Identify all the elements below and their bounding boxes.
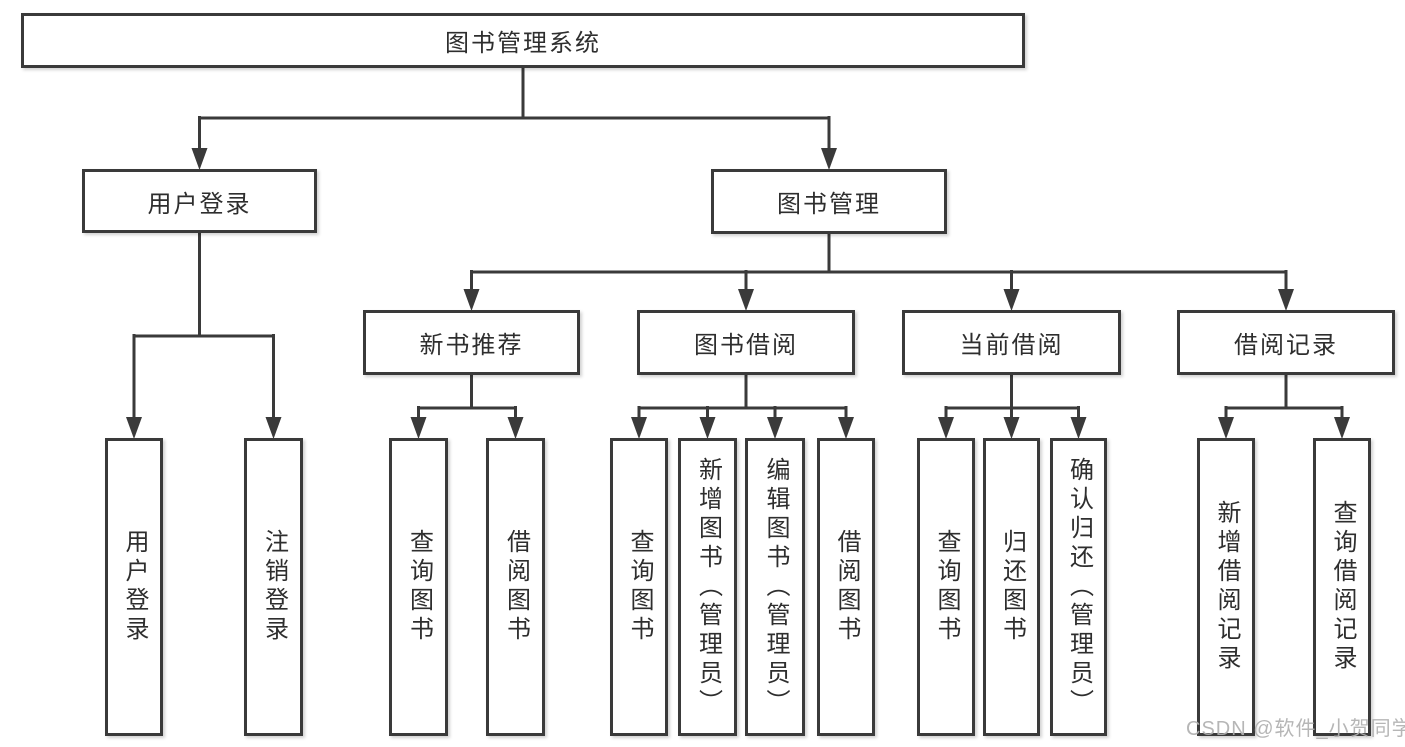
node-system: 图书管理系统 (21, 13, 1025, 68)
node-borrow: 图书借阅 (637, 310, 855, 375)
arrowhead-icon (631, 417, 647, 439)
node-cur-return-book: 归还图书 (983, 438, 1040, 736)
csdn-watermark: CSDN @软件_小贺同学 (1186, 718, 1405, 740)
arrowhead-icon (507, 417, 524, 439)
arrowhead-icon (1003, 417, 1020, 439)
node-bor-edit-book-admin: 编辑图书（管理员） (745, 438, 805, 736)
node-add-borrow-record: 新增借阅记录 (1197, 438, 1255, 736)
arrowhead-icon (938, 417, 954, 439)
node-login: 用户登录 (105, 438, 163, 736)
arrowhead-icon (1003, 289, 1020, 311)
node-book-mgmt: 图书管理 (711, 169, 947, 234)
node-current: 当前借阅 (902, 310, 1121, 375)
arrowhead-icon (767, 417, 783, 439)
node-bor-query-book: 查询图书 (610, 438, 668, 736)
arrowhead-icon (463, 289, 480, 311)
node-bor-borrow-book: 借阅图书 (817, 438, 875, 736)
node-cur-confirm-return-admin: 确认归还（管理员） (1050, 438, 1107, 736)
arrowhead-icon (191, 148, 208, 170)
node-logout: 注销登录 (244, 438, 303, 736)
arrowhead-icon (838, 417, 854, 439)
arrowhead-icon (1278, 289, 1294, 311)
arrowhead-icon (410, 417, 427, 439)
node-recommend: 新书推荐 (363, 310, 580, 375)
arrowhead-icon (738, 289, 754, 311)
node-user-login: 用户登录 (82, 169, 317, 233)
arrowhead-icon (1070, 417, 1087, 439)
arrowhead-icon (821, 148, 837, 170)
node-cur-query-book: 查询图书 (917, 438, 975, 736)
node-rec-borrow-book: 借阅图书 (486, 438, 545, 736)
arrowhead-icon (1334, 417, 1350, 439)
node-query-borrow-record: 查询借阅记录 (1313, 438, 1371, 736)
arrowhead-icon (126, 417, 142, 439)
node-bor-add-book-admin: 新增图书（管理员） (678, 438, 737, 736)
arrowhead-icon (265, 417, 282, 439)
node-rec-query-book: 查询图书 (389, 438, 448, 736)
arrowhead-icon (1218, 417, 1234, 439)
arrowhead-icon (699, 417, 716, 439)
node-records: 借阅记录 (1177, 310, 1395, 375)
